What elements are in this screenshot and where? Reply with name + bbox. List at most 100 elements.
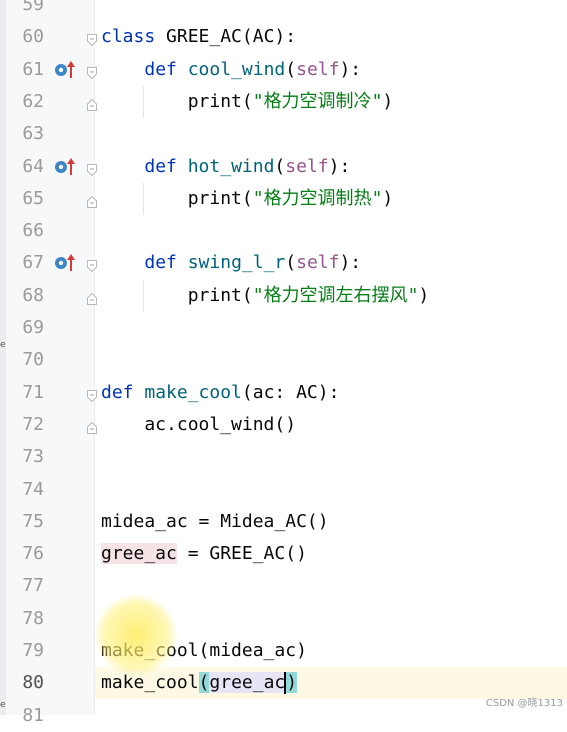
fold-end-icon[interactable] <box>87 290 97 305</box>
line-number: 66 <box>22 220 44 242</box>
line-number: 75 <box>22 510 44 532</box>
code-token: " <box>252 187 264 209</box>
line-number: 62 <box>22 90 44 112</box>
line-number: 76 <box>22 543 44 565</box>
line-number: 68 <box>22 284 44 306</box>
code-line[interactable]: ac.cool_wind() <box>101 409 296 441</box>
line-number: 61 <box>22 58 44 80</box>
line-number: 67 <box>22 252 44 274</box>
code-token: ): <box>328 155 351 177</box>
fold-open-icon[interactable] <box>87 161 97 176</box>
code-line[interactable]: gree_ac = GREE_AC() <box>101 538 307 570</box>
line-number: 63 <box>22 123 44 145</box>
code-token: " <box>252 90 264 112</box>
code-token: print( <box>101 187 253 209</box>
code-token: 格力空调制冷 <box>263 90 372 112</box>
code-token <box>101 59 144 80</box>
code-line[interactable]: make_cool(gree_ac) <box>101 667 298 699</box>
code-token: " <box>252 284 264 306</box>
code-token: print( <box>101 284 253 306</box>
code-token: self <box>285 155 329 177</box>
code-token: ( <box>285 58 297 80</box>
code-line[interactable]: class GREE_AC(AC): <box>101 21 296 53</box>
line-number: 77 <box>22 575 44 597</box>
watermark: CSDN @晓1313 <box>485 698 563 709</box>
line-number: 64 <box>22 155 44 177</box>
line-number: 59 <box>22 0 44 15</box>
code-token: 格力空调左右摆风 <box>263 284 408 306</box>
line-number: 60 <box>22 26 44 48</box>
gutter-separator <box>94 0 95 715</box>
code-token: GREE_AC(AC): <box>166 26 297 48</box>
code-token: ( <box>274 155 286 177</box>
code-line[interactable]: print("格力空调制热") <box>101 183 394 215</box>
line-number: 79 <box>22 640 44 661</box>
code-token: " <box>407 284 419 306</box>
mouse-cursor-highlight <box>95 594 177 676</box>
line-number: 70 <box>22 349 44 371</box>
code-line[interactable]: print("格力空调制冷") <box>101 86 394 118</box>
line-number: 65 <box>22 187 44 209</box>
code-token: gree_ac <box>101 543 177 565</box>
fold-open-icon[interactable] <box>87 387 97 402</box>
code-line[interactable]: midea_ac = Midea_AC() <box>101 506 329 538</box>
indent-guide <box>143 279 144 312</box>
line-number: 71 <box>22 381 44 403</box>
code-line[interactable]: def swing_l_r(self): <box>101 247 361 279</box>
code-token: make_cool <box>101 672 199 694</box>
fold-end-icon[interactable] <box>87 193 97 208</box>
code-token: self <box>296 252 340 274</box>
code-token: ): <box>339 252 362 274</box>
override-method-icon[interactable] <box>54 157 78 177</box>
left-strip-marker: e <box>0 340 6 350</box>
code-token: ( <box>285 252 297 274</box>
code-line[interactable]: print("格力空调左右摆风") <box>101 280 430 312</box>
code-token: 格力空调制热 <box>263 187 372 209</box>
left-tool-strip <box>0 0 6 715</box>
code-token: = GREE_AC() <box>176 543 307 565</box>
fold-open-icon[interactable] <box>87 31 97 47</box>
fold-open-icon[interactable] <box>87 257 97 273</box>
code-token: self <box>296 58 340 80</box>
code-line[interactable]: def cool_wind(self): <box>101 54 361 86</box>
code-token: ) <box>382 187 394 209</box>
override-method-icon[interactable] <box>54 60 78 80</box>
line-number: 73 <box>22 446 44 468</box>
fold-end-icon[interactable] <box>87 419 97 434</box>
code-token: ): <box>339 58 362 80</box>
code-token <box>101 156 144 177</box>
code-token <box>101 252 144 273</box>
code-line[interactable]: def make_cool(ac: AC): <box>101 377 339 409</box>
text-caret <box>284 672 287 695</box>
code-token: def <box>101 381 145 403</box>
fold-end-icon[interactable] <box>87 96 97 111</box>
code-token: def <box>144 155 188 177</box>
code-token: ) <box>418 284 430 306</box>
code-token: ) <box>382 90 394 112</box>
line-number: 72 <box>22 413 44 435</box>
code-token: print( <box>101 90 253 112</box>
code-token: class <box>101 26 167 48</box>
code-token: " <box>371 90 383 112</box>
code-token: cool_wind <box>187 58 286 80</box>
code-line[interactable]: def hot_wind(self): <box>101 151 350 183</box>
current-line-highlight <box>95 667 567 700</box>
line-number: 80 <box>22 672 44 694</box>
code-token: gree_ac <box>209 672 286 694</box>
code-token: swing_l_r <box>187 252 286 274</box>
left-strip-marker-bottom: e <box>0 700 6 710</box>
line-number: 74 <box>22 478 44 500</box>
fold-open-icon[interactable] <box>87 64 97 79</box>
code-token: ac.cool_wind() <box>101 413 297 435</box>
line-number: 81 <box>22 704 44 726</box>
code-token: " <box>371 187 383 209</box>
code-token: def <box>144 58 188 80</box>
line-number: 69 <box>22 317 44 338</box>
code-token: (ac: AC): <box>241 381 340 403</box>
override-method-icon[interactable] <box>54 253 78 273</box>
code-token: def <box>144 252 188 274</box>
code-token: midea_ac = Midea_AC() <box>101 510 329 532</box>
indent-guide <box>143 85 144 119</box>
code-token: make_cool <box>144 381 242 403</box>
line-number: 78 <box>22 607 44 629</box>
